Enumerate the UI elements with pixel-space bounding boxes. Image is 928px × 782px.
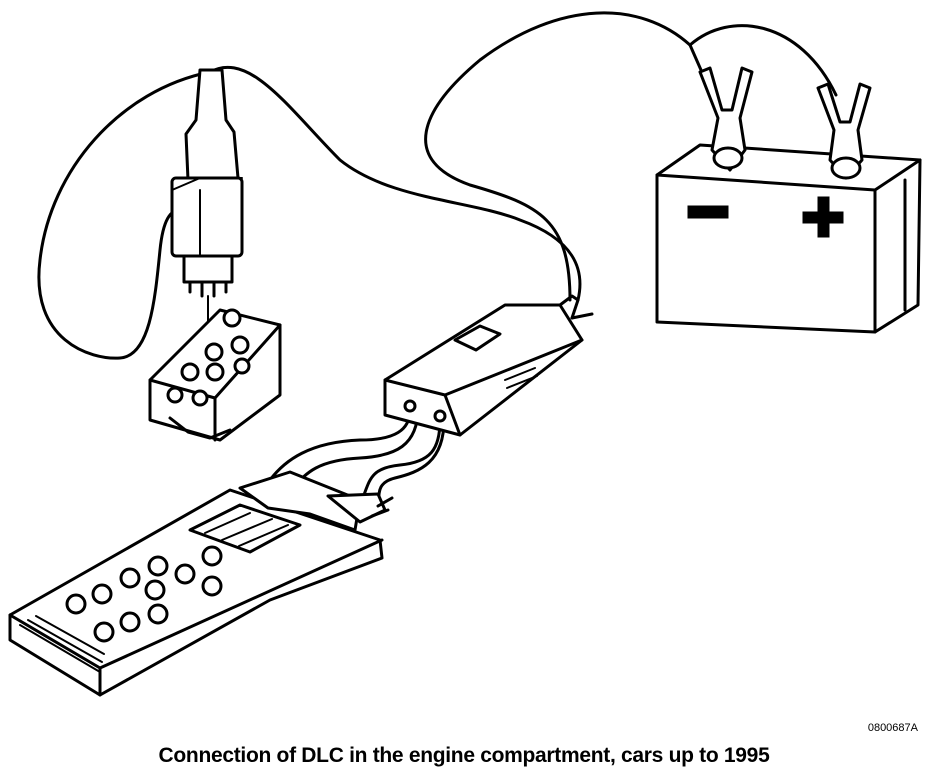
cable-adapter-to-interface [208, 65, 582, 302]
cable-adapter-loop [37, 70, 212, 360]
battery-icon [655, 143, 922, 334]
diagnostic-socket-icon [148, 308, 282, 442]
hand-tester-icon [8, 470, 394, 697]
alligator-clip-positive-icon [816, 82, 872, 180]
tester-keypad [65, 545, 223, 643]
battery-positive-terminal-icon [802, 196, 844, 238]
figure-reference-code: 0800687A [867, 722, 918, 734]
dlc-adapter-icon [170, 68, 244, 341]
interface-box-icon [383, 294, 594, 437]
alligator-clip-negative-icon [698, 66, 754, 172]
battery-negative-terminal-icon [687, 205, 729, 219]
figure-caption: Connection of DLC in the engine compartm… [158, 744, 770, 767]
